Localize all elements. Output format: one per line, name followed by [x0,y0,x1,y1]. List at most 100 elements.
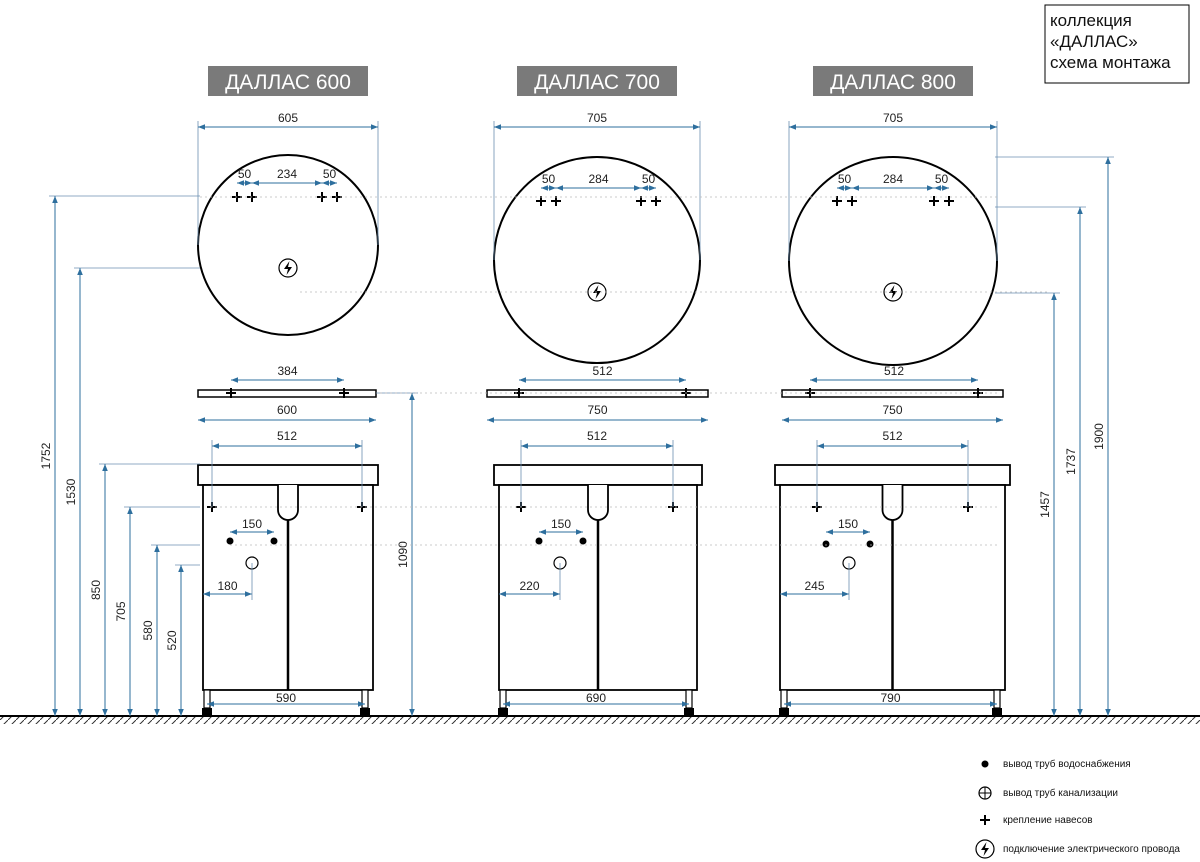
hook-offset-left-dim-label: 50 [542,172,556,186]
foot-left [498,708,508,715]
model-title: ДАЛЛАС 700 [534,71,660,94]
base-width-dim-label: 690 [586,691,606,705]
height-1530-label: 1530 [64,478,78,505]
siphon-cutout [881,485,904,521]
mirror-hanger-3 [636,196,646,206]
height-520-label: 520 [165,630,179,650]
legend-electric-label: подключение электрического провода [1003,844,1180,855]
leg-right [685,689,693,709]
shelf [197,389,377,398]
pipe-span-dim-label: 150 [551,517,571,531]
water-supply-left [226,537,234,545]
leg-right [361,689,369,709]
water-supply-dot-icon [981,760,989,768]
base-width-dim-label: 790 [880,691,900,705]
model-title: ДАЛЛАС 600 [225,71,351,94]
mirror-hanger-1 [536,196,546,206]
model-2: ДАЛЛАС 700 705 50 284 50 512 750 512 150 220 690 [486,66,709,715]
height-1457-label: 1457 [1038,491,1052,518]
shelf-hanger-right [339,388,349,398]
height-1752-label: 1752 [39,442,53,469]
leg-left [780,689,788,709]
hook-offset-left-dim-label: 50 [238,167,252,181]
mirror-width-dim-label: 605 [278,111,298,125]
water-supply-left [822,540,830,548]
leg-left [499,689,507,709]
vanity-top [197,464,379,486]
model-title-plate [208,66,368,96]
electric-bolt-icon [975,839,995,859]
foot-left [779,708,789,715]
legend-hanger-label: крепление навесов [1003,815,1093,826]
mirror-hanger-3 [929,196,939,206]
model-title-plate [813,66,973,96]
collection-label: коллекция [1050,11,1132,30]
mirror-hanger-4 [944,196,954,206]
legend-drain-label: вывод труб канализации [1003,787,1118,799]
hook-span-dim-label: 284 [883,172,903,186]
height-1090-label: 1090 [396,541,410,568]
water-supply-left [535,537,543,545]
siphon-cutout [587,485,609,521]
model-title-plate [517,66,677,96]
height-580-label: 580 [141,620,155,640]
shelf [486,389,709,398]
drain-offset-dim-label: 220 [519,579,539,593]
mirror-width-dim-label: 705 [883,111,903,125]
siphon-cutout [277,485,299,521]
legend-water-label: вывод труб водоснабжения [1003,758,1131,770]
height-1737-label: 1737 [1064,448,1078,475]
mirror-hanger-2 [551,196,561,206]
collection-name: «ДАЛЛАС» [1050,32,1138,51]
cabinet-holes-dim-label: 512 [587,429,607,443]
height-850-label: 850 [89,580,103,600]
shelf-width-dim-label: 600 [277,403,297,417]
vanity-top [493,464,703,486]
hook-offset-left-dim-label: 50 [838,172,852,186]
mirror-electric-bolt [278,258,298,278]
collection-subtitle: схема монтажа [1050,53,1171,72]
pipe-span-dim-label: 150 [242,517,262,531]
shelf-width-dim-label: 750 [882,403,902,417]
hook-offset-right-dim-label: 50 [642,172,656,186]
foot-left [202,708,212,715]
drain-circle-icon [978,786,992,800]
height-1900-label: 1900 [1092,423,1106,450]
base-width-dim-label: 590 [276,691,296,705]
leg-right [993,689,1001,709]
model-title: ДАЛЛАС 800 [830,71,956,94]
shelf-holes-dim-label: 384 [277,364,297,378]
water-supply-right [579,537,587,545]
hook-span-dim-label: 284 [588,172,608,186]
height-dimensions: 1752 1530 850 705 580 520 1090 1457 1737 1900 [39,156,1114,716]
hook-span-dim-label: 234 [277,167,297,181]
foot-right [684,708,694,715]
mirror-width-dim-label: 705 [587,111,607,125]
model-1: ДАЛЛАС 600 605 50 234 50 384 600 512 150 180 590 [197,66,379,715]
mirror-hanger-1 [832,196,842,206]
vanity-top [774,464,1011,486]
leg-left [203,689,211,709]
round-mirror [197,154,379,336]
floor [0,715,1200,724]
legend: вывод труб водоснабжения вывод труб кана… [975,758,1180,859]
shelf-holes-dim-label: 512 [884,364,904,378]
cabinet-holes-dim-label: 512 [277,429,297,443]
drain-offset-dim-label: 180 [217,579,237,593]
shelf-holes-dim-label: 512 [592,364,612,378]
foot-right [992,708,1002,715]
drain-offset-dim-label: 245 [804,579,824,593]
hanger-cross-icon [980,815,990,825]
hook-offset-right-dim-label: 50 [323,167,337,181]
collection-box: коллекция «ДАЛЛАС» схема монтажа [1044,4,1190,84]
shelf-width-dim-label: 750 [587,403,607,417]
cabinet-holes-dim-label: 512 [882,429,902,443]
shelf-hanger-left [226,388,236,398]
water-supply-right [270,537,278,545]
water-supply-right [866,540,874,548]
hook-offset-right-dim-label: 50 [935,172,949,186]
height-705-label: 705 [114,601,128,621]
